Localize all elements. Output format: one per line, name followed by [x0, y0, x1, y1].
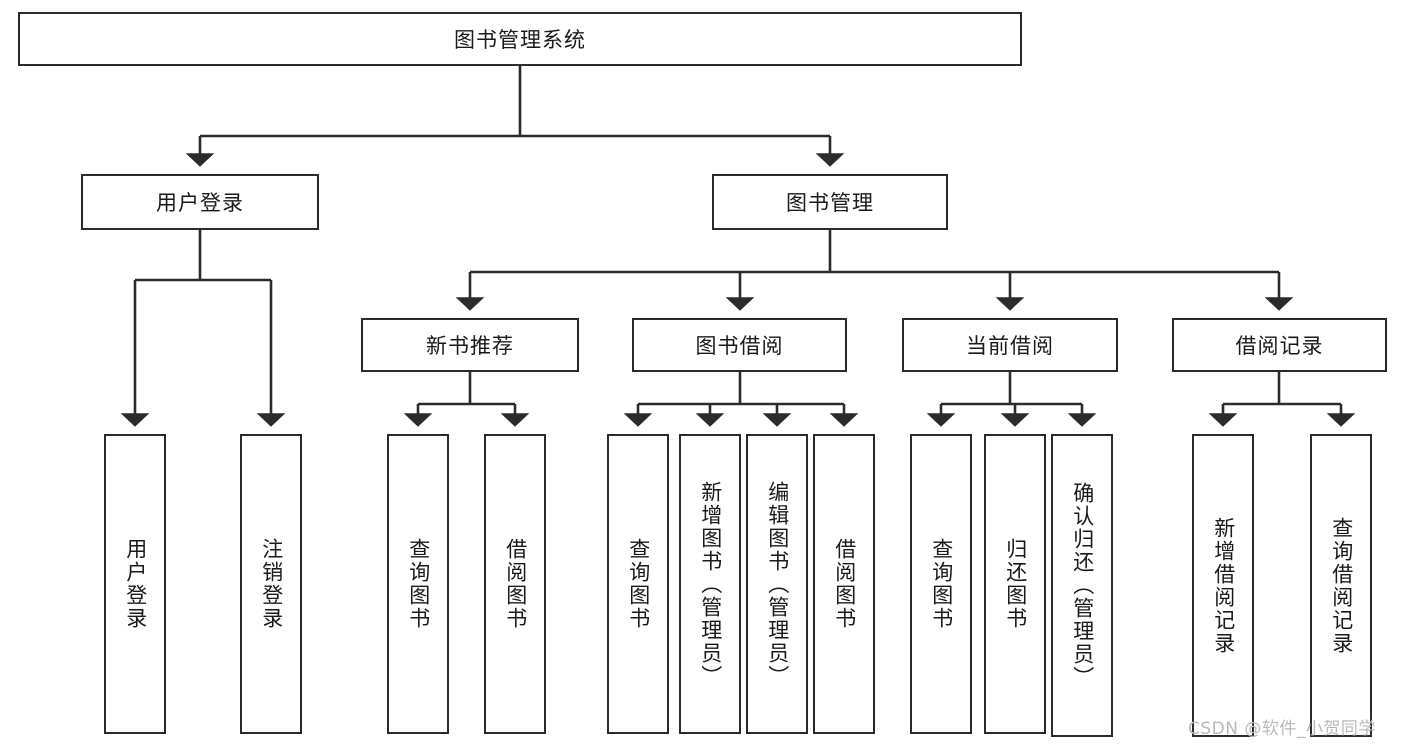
leaf-return-book[interactable]: 归还图书: [984, 434, 1046, 734]
leaf-borrow-books-recommend[interactable]: 借阅图书: [484, 434, 546, 734]
leaf-add-borrow-record[interactable]: 新增借阅记录: [1192, 434, 1254, 737]
leaf-edit-book-admin[interactable]: 编辑图书（管理员）: [746, 434, 808, 734]
leaf-borrow-books-recommend-label: 借阅图书: [503, 538, 528, 630]
leaf-query-books-current[interactable]: 查询图书: [910, 434, 972, 734]
node-new-book-recommend[interactable]: 新书推荐: [361, 318, 579, 372]
leaf-query-books-current-label: 查询图书: [929, 538, 954, 630]
node-book-management[interactable]: 图书管理: [712, 174, 948, 230]
node-borrow-records-label: 借阅记录: [1235, 334, 1324, 358]
leaf-borrow-book-label: 借阅图书: [832, 538, 857, 630]
node-root-label: 图书管理系统: [454, 28, 586, 52]
leaf-query-books-borrow[interactable]: 查询图书: [607, 434, 669, 734]
node-book-management-label: 图书管理: [786, 191, 874, 215]
node-current-borrow-label: 当前借阅: [966, 334, 1054, 358]
node-book-borrow-label: 图书借阅: [695, 334, 784, 358]
leaf-add-borrow-record-label: 新增借阅记录: [1211, 516, 1236, 655]
leaf-borrow-book[interactable]: 借阅图书: [813, 434, 875, 734]
leaf-user-login[interactable]: 用户登录: [104, 434, 166, 734]
leaf-query-borrow-record[interactable]: 查询借阅记录: [1310, 434, 1372, 737]
node-user-login[interactable]: 用户登录: [81, 174, 319, 230]
leaf-query-books-recommend[interactable]: 查询图书: [387, 434, 449, 734]
leaf-user-login-label: 用户登录: [123, 538, 148, 630]
node-root[interactable]: 图书管理系统: [18, 12, 1022, 66]
leaf-confirm-return-admin-label: 确认归还（管理员）: [1070, 482, 1095, 689]
leaf-query-borrow-record-label: 查询借阅记录: [1329, 516, 1354, 655]
node-current-borrow[interactable]: 当前借阅: [902, 318, 1118, 372]
leaf-add-book-admin-label: 新增图书（管理员）: [698, 480, 723, 688]
leaf-add-book-admin[interactable]: 新增图书（管理员）: [679, 434, 741, 734]
node-new-book-recommend-label: 新书推荐: [426, 334, 514, 358]
node-user-login-label: 用户登录: [156, 191, 244, 215]
leaf-return-book-label: 归还图书: [1003, 538, 1028, 630]
leaf-confirm-return-admin[interactable]: 确认归还（管理员）: [1051, 434, 1113, 737]
csdn-watermark: CSDN @软件_小贺同学: [1188, 719, 1376, 739]
leaf-user-logout-label: 注销登录: [259, 538, 284, 630]
node-borrow-records[interactable]: 借阅记录: [1172, 318, 1387, 372]
node-book-borrow[interactable]: 图书借阅: [632, 318, 847, 372]
leaf-edit-book-admin-label: 编辑图书（管理员）: [765, 480, 790, 688]
leaf-query-books-recommend-label: 查询图书: [406, 538, 431, 630]
leaf-user-logout[interactable]: 注销登录: [240, 434, 302, 734]
leaf-query-books-borrow-label: 查询图书: [626, 538, 651, 630]
